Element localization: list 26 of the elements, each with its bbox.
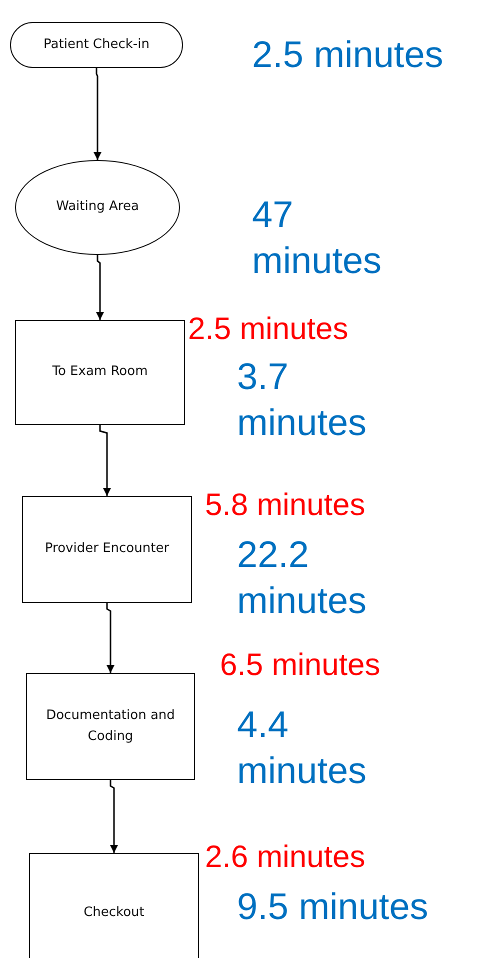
process-box (15, 320, 185, 425)
wait-time: 6.5 minutes (220, 646, 382, 684)
arrow (94, 68, 102, 160)
process-box (22, 496, 192, 603)
arrow (96, 255, 104, 320)
node-label: Provider Encounter (44, 540, 170, 558)
duration-label: 3.7 minutes (237, 355, 368, 446)
node-label: Waiting Area (55, 198, 140, 216)
arrow (110, 780, 118, 853)
wait-time: 2.6 minutes (205, 838, 366, 876)
arrow (106, 603, 114, 673)
process-box (29, 853, 199, 958)
duration-label: 9.5 minutes (237, 885, 430, 929)
duration-label: 22.2 minutes (237, 533, 368, 624)
wait-time: 2.5 minutes (188, 310, 350, 348)
duration-label: 2.5 minutes (252, 33, 444, 77)
duration-label: 47 minutes (252, 193, 383, 284)
node-label: Checkout (82, 904, 146, 922)
process-box (26, 673, 195, 780)
duration-label: 4.4 minutes (237, 703, 368, 794)
node-label: Patient Check-in (42, 36, 150, 54)
node-label: Documentation and Coding (45, 707, 176, 746)
wait-time: 5.8 minutes (205, 486, 366, 524)
node-label: To Exam Room (51, 363, 149, 382)
start-terminal (10, 22, 183, 68)
arrow (99, 425, 111, 496)
